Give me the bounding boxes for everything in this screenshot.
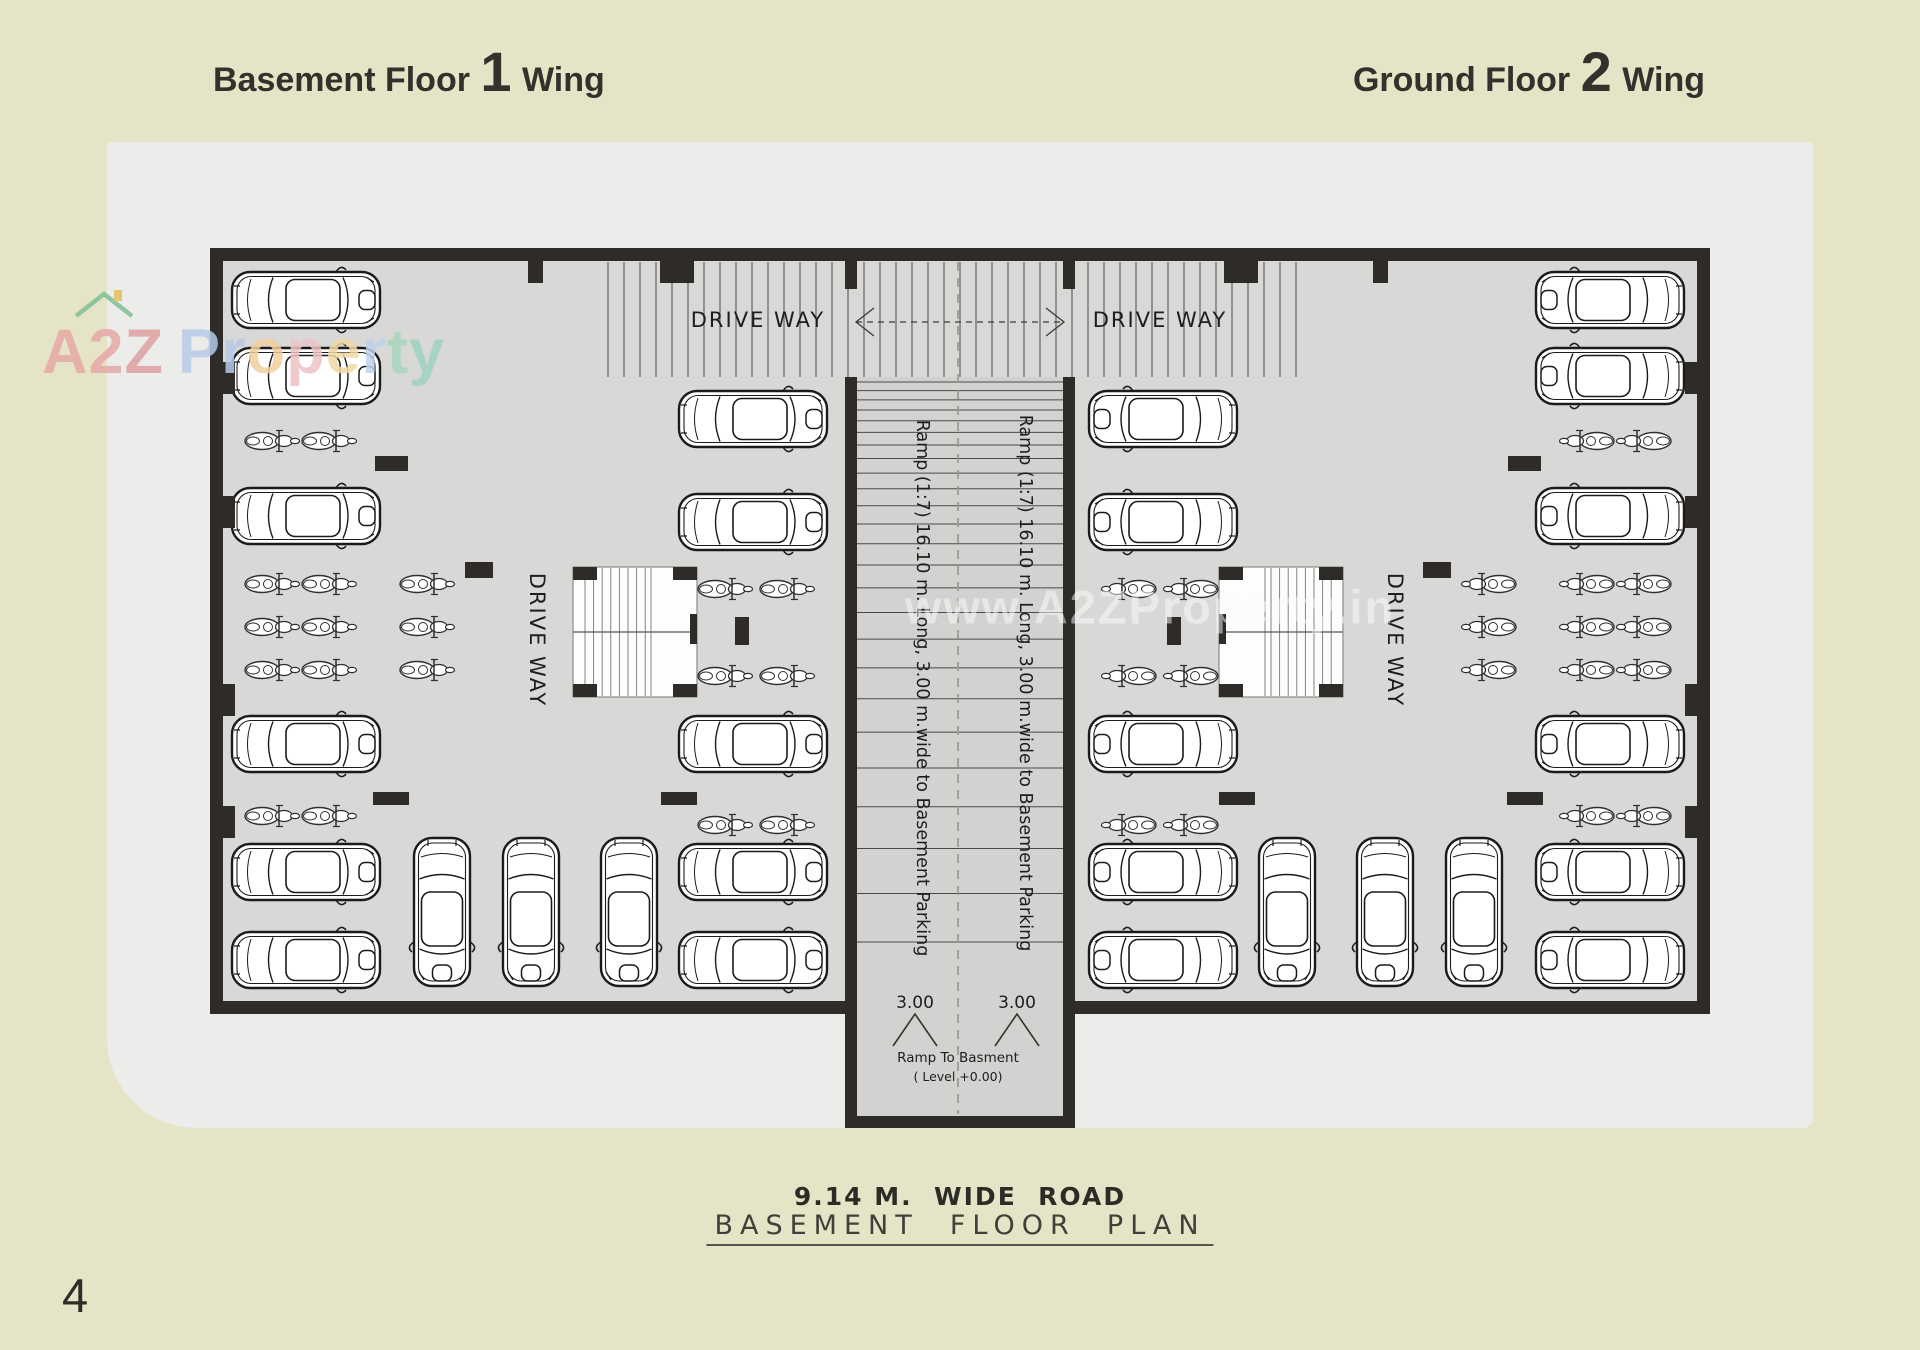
watermark-url: www.A2ZProperty.in — [904, 580, 1396, 634]
car-symbol — [1087, 488, 1239, 556]
watermark-letter: t — [387, 317, 410, 387]
page-number: 4 — [62, 1269, 89, 1322]
car-symbol — [1087, 926, 1239, 994]
ramp-to-basement-label: Ramp To Basment — [897, 1050, 1019, 1066]
ramp-dimension-marks — [892, 1012, 1040, 1047]
watermark-letter: r — [361, 317, 388, 387]
car-symbol — [1440, 836, 1508, 988]
car-symbol — [1534, 926, 1686, 994]
car-symbol — [677, 926, 829, 994]
ramp-note-left: Ramp (1:7) 16.10 m. Long, 3.00 m.wide to… — [912, 420, 932, 957]
car-symbol — [677, 710, 829, 778]
title-left-number: 1 — [480, 40, 512, 103]
ramp-level-label: ( Level +0.00) — [913, 1069, 1002, 1084]
car-symbol — [1253, 836, 1321, 988]
watermark-letter: 2 — [88, 317, 125, 387]
road-width-label: 9.14 M. WIDE ROAD — [793, 1182, 1127, 1211]
car-symbol — [1534, 710, 1686, 778]
car-symbol — [1087, 710, 1239, 778]
central-ramp — [845, 262, 1075, 1128]
title-right-number: 2 — [1580, 40, 1612, 103]
title-right-prefix: Ground Floor — [1352, 61, 1571, 99]
watermark-letter: e — [325, 317, 362, 387]
watermark-letter: r — [221, 317, 247, 387]
watermark-letter: y — [409, 317, 446, 387]
driveway-label-left: DRIVE WAY — [691, 308, 825, 332]
title-ground-floor-wing2: Ground Floor 2 Wing — [1353, 44, 1705, 100]
watermark-letter: o — [246, 317, 287, 387]
car-symbol — [230, 710, 382, 778]
car-symbol — [1534, 838, 1686, 906]
watermark-letter: P — [178, 317, 222, 387]
exterior-walls — [210, 248, 1710, 1014]
ramp-width-right: 3.00 — [998, 993, 1036, 1013]
driveway-label-right-vertical: DRIVE WAY — [1383, 573, 1407, 707]
watermark-letter: Z — [124, 317, 165, 387]
car-symbol — [230, 482, 382, 550]
car-symbol — [677, 838, 829, 906]
car-symbol — [1087, 838, 1239, 906]
watermark-letter: p — [286, 317, 326, 387]
car-symbol — [595, 836, 663, 988]
title-basement-floor-wing1: Basement Floor 1 Wing — [213, 44, 605, 100]
driveway-label-left-vertical: DRIVE WAY — [525, 573, 549, 707]
car-symbol — [230, 838, 382, 906]
driveway-label-right: DRIVE WAY — [1093, 308, 1227, 332]
car-symbol — [1534, 266, 1686, 334]
title-right-suffix: Wing — [1622, 61, 1705, 99]
driveway-arrow — [854, 307, 1066, 337]
car-symbol — [497, 836, 565, 988]
title-left-prefix: Basement Floor — [213, 61, 470, 99]
car-symbol — [230, 926, 382, 994]
car-symbol — [1534, 342, 1686, 410]
ramp-note-right: Ramp (1:7) 16.10 m. Long, 3.00 m.wide to… — [1015, 415, 1035, 952]
car-symbol — [1534, 482, 1686, 550]
title-left-suffix: Wing — [522, 61, 605, 99]
watermark-roof-icon — [74, 290, 134, 318]
car-symbol — [408, 836, 476, 988]
car-symbol — [677, 385, 829, 453]
wall-stubs-layer — [223, 261, 1697, 838]
watermark-letter: A — [42, 317, 89, 387]
staircase-left — [572, 566, 698, 698]
car-symbol — [677, 488, 829, 556]
ramp-width-left: 3.00 — [896, 993, 934, 1013]
car-symbol — [1087, 385, 1239, 453]
plan-title: BASEMENT FLOOR PLAN — [706, 1210, 1214, 1246]
car-symbol — [1351, 836, 1419, 988]
staircase-right — [1218, 566, 1344, 698]
